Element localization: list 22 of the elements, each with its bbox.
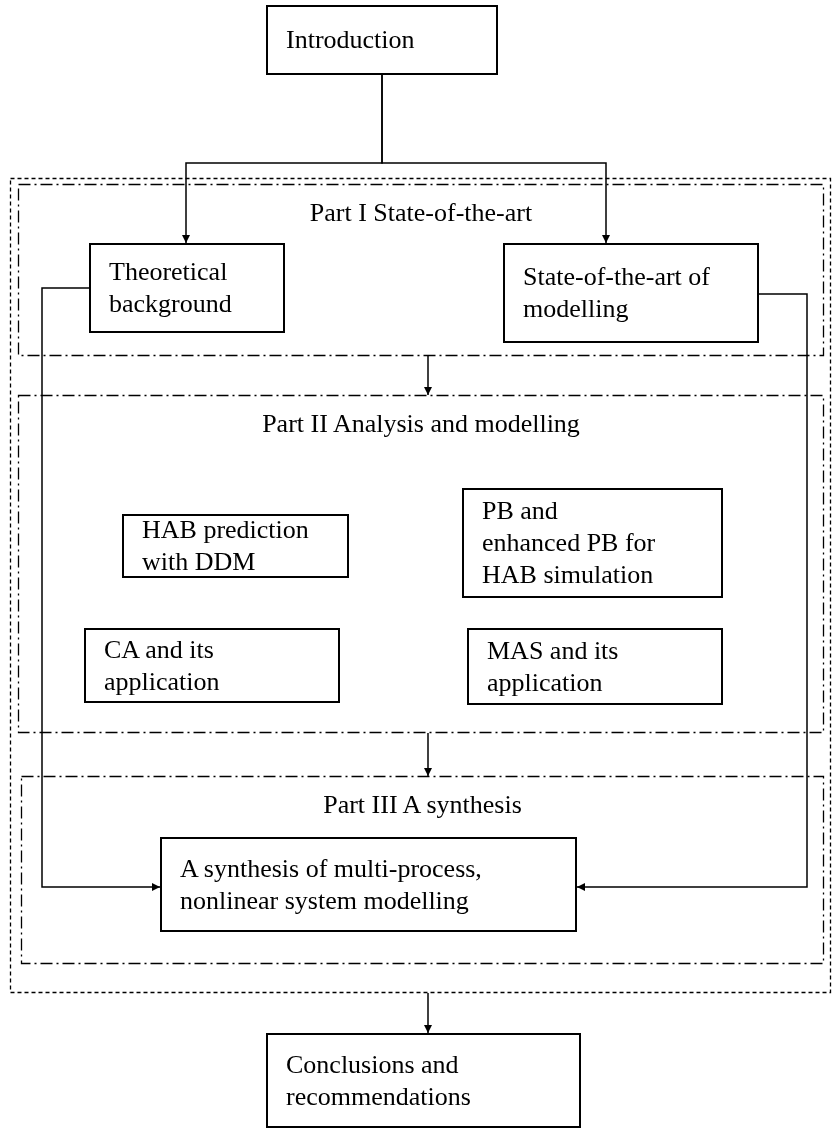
section-frame [18,184,824,356]
dashed-frame [10,178,831,993]
section-frame [21,776,824,964]
process-box: State-of-the-art of modelling [503,243,759,343]
process-box: PB and enhanced PB for HAB simulation [462,488,723,598]
section-heading: Part I State-of-the-art [309,198,533,228]
process-box: Theoretical background [89,243,285,333]
arrow [576,293,808,891]
process-box: CA and its application [84,628,340,703]
process-box: Conclusions and recommendations [266,1033,581,1128]
section-heading: Part III A synthesis [323,790,522,820]
arrow [424,355,432,396]
section-frame [18,395,824,733]
arrow [41,287,161,891]
process-box: A synthesis of multi-process, nonlinear system modelling [160,837,577,932]
arrow [424,732,432,777]
section-heading: Part II Analysis and modelling [262,409,580,439]
process-box: HAB prediction with DDM [122,514,349,578]
arrow [381,74,610,244]
process-box: Introduction [266,5,498,75]
process-box: MAS and its application [467,628,723,705]
arrow [424,992,432,1034]
